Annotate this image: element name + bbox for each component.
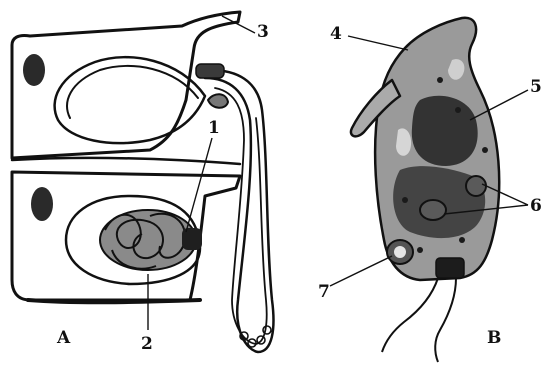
callout-3: 3 xyxy=(257,24,269,41)
panel-a-label: A xyxy=(57,330,70,347)
panel-a-coil-cap xyxy=(182,228,202,250)
panel-a-top-knob xyxy=(196,64,224,78)
callout-6: 6 xyxy=(530,198,542,215)
panel-b-flagellum-right xyxy=(435,278,456,362)
leader-4 xyxy=(348,36,408,50)
panel-b-label: B xyxy=(487,330,501,347)
callout-4: 4 xyxy=(330,26,342,43)
callout-5: 5 xyxy=(530,79,542,96)
panel-b-base-block xyxy=(436,258,464,278)
panel-a-drawing xyxy=(12,12,273,352)
panel-a-upper-nucleus xyxy=(23,54,45,86)
panel-a-lower-nucleus xyxy=(31,187,53,221)
panel-a-upper-loop xyxy=(55,57,205,143)
panel-b-flagellum-left xyxy=(382,278,438,352)
panel-b-drawing xyxy=(351,18,499,362)
panel-a-upper-body xyxy=(12,12,240,158)
panel-a-coil xyxy=(100,210,196,270)
leader-1 xyxy=(186,138,212,232)
panel-a-junction xyxy=(208,94,228,108)
callout-1: 1 xyxy=(208,120,220,137)
callout-2: 2 xyxy=(141,336,153,353)
leader-7 xyxy=(330,256,392,286)
panel-a-tube-inner xyxy=(215,88,267,344)
panel-a-base-line xyxy=(28,300,200,302)
callout-7: 7 xyxy=(318,284,330,301)
panel-a-upper-loop-inner xyxy=(67,66,198,118)
panel-b-organelle-7-core xyxy=(394,246,406,258)
